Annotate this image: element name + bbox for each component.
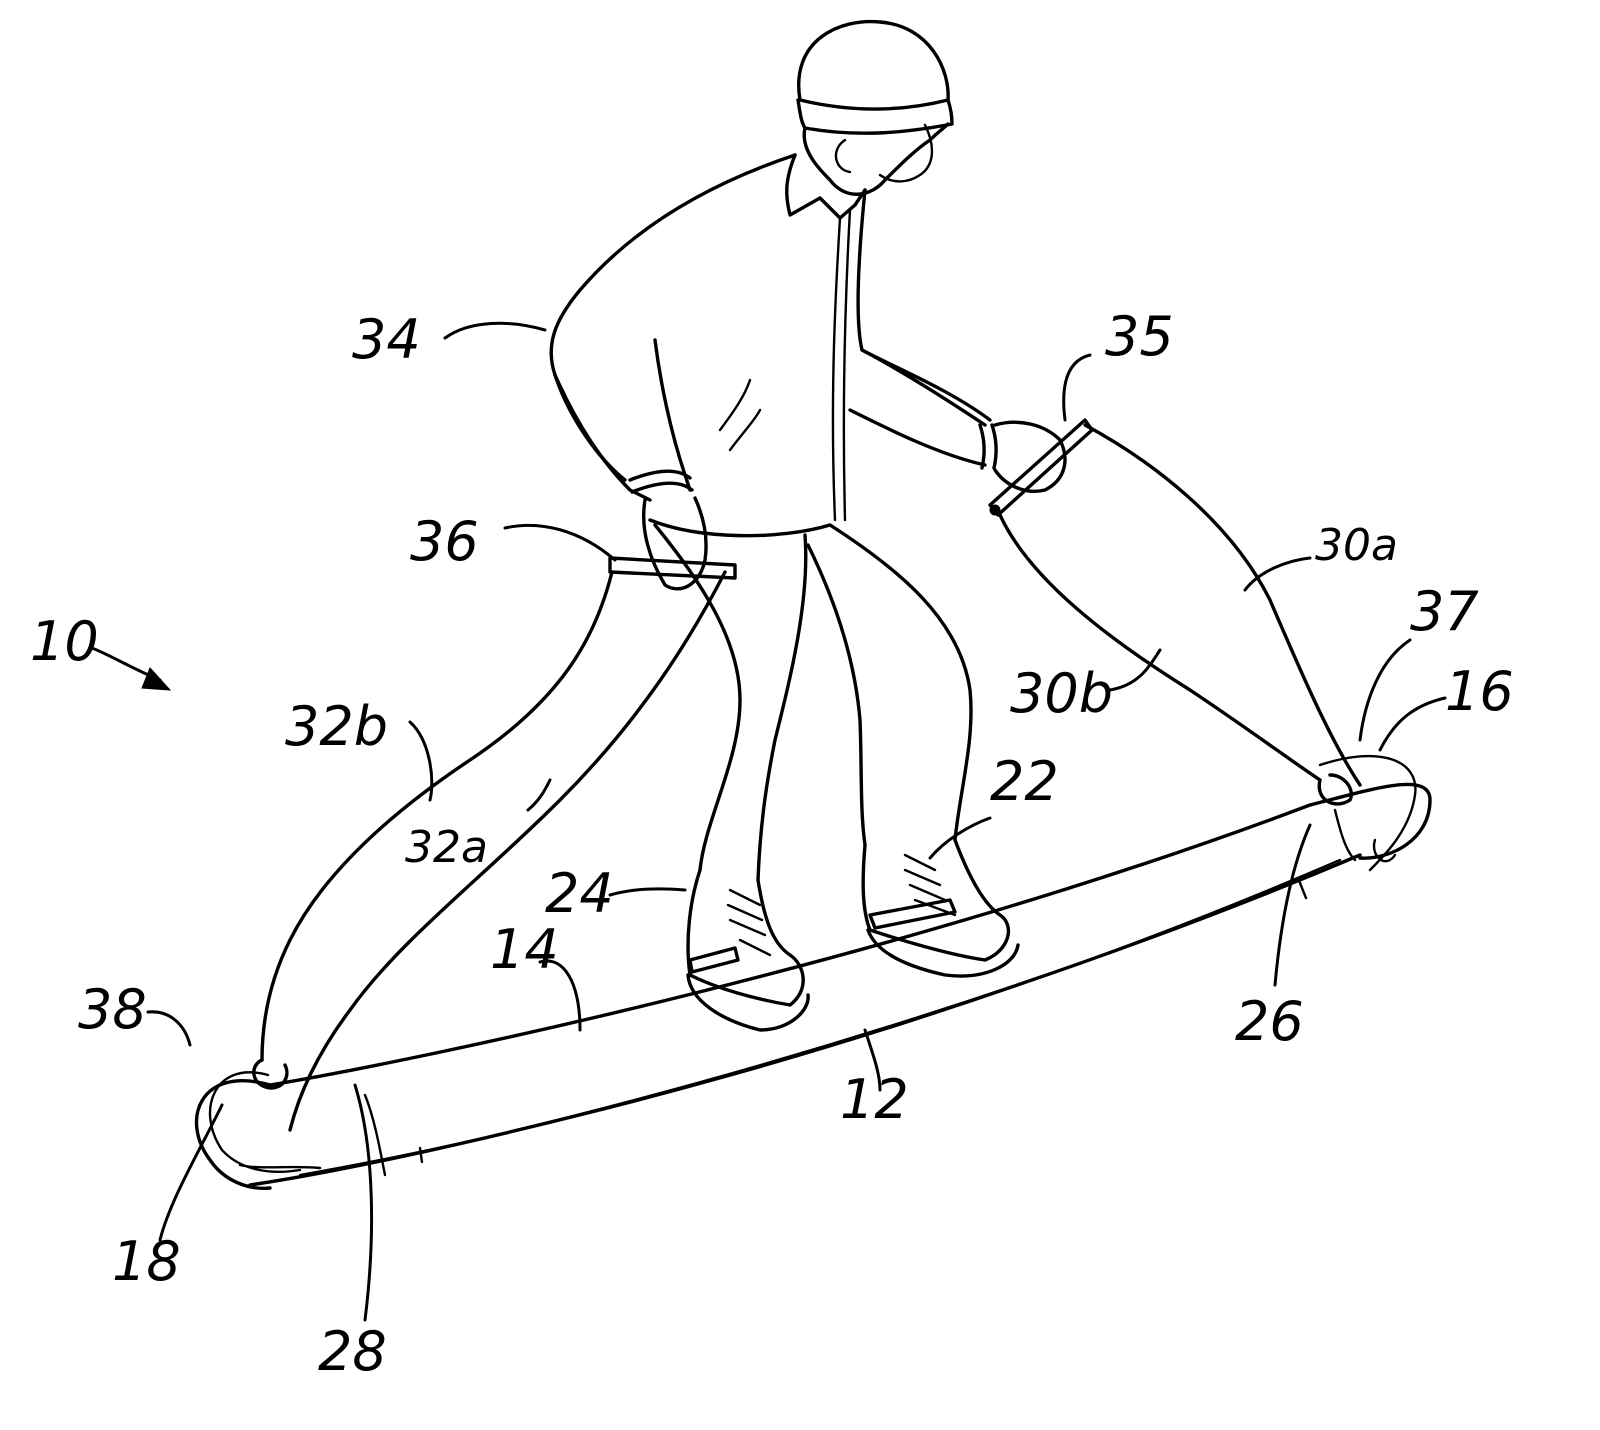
rear-cuff (628, 469, 694, 494)
rear-boot-sole (686, 973, 810, 1032)
beanie (797, 19, 950, 111)
leader-30b (1108, 648, 1162, 692)
ref-30b: 30b (1010, 662, 1113, 725)
rear-binding-buckle (688, 946, 740, 974)
board-rear-nose-inner (208, 1071, 302, 1173)
board-front-nose (1308, 782, 1432, 860)
ref-10: 10 (30, 610, 99, 673)
leader-22 (928, 816, 992, 860)
board-tick-2 (1296, 876, 1308, 900)
ref-28: 28 (318, 1320, 387, 1383)
front-cable-30a[interactable] (1083, 423, 1362, 787)
leader-36 (503, 523, 617, 562)
ear (834, 138, 852, 174)
ref-35: 35 (1105, 305, 1174, 368)
ref-38: 38 (78, 978, 147, 1041)
collar (785, 153, 867, 220)
leader-26 (1273, 823, 1312, 987)
head (802, 122, 950, 196)
leader-35 (1062, 353, 1092, 422)
front-attachment-clip (1372, 838, 1397, 863)
front-attachment-loop (1317, 773, 1353, 806)
ref-30a: 30a (1315, 520, 1398, 571)
front-glove (993, 420, 1067, 493)
front-leg-outer (828, 523, 973, 842)
rear-cable-32b[interactable] (260, 570, 614, 1062)
ref-34: 34 (352, 308, 421, 371)
board-rear-edge-shade (363, 1093, 387, 1177)
cables (252, 423, 1397, 1132)
front-leg-inner (806, 543, 867, 847)
front-binding-strap (868, 898, 957, 930)
ref-37: 37 (1410, 580, 1479, 643)
ref-24: 24 (545, 862, 614, 925)
leader-30a (1243, 556, 1312, 592)
beanie-cuff (796, 98, 954, 135)
jacket-crease-2 (728, 408, 762, 452)
reference-numerals: 10 34 35 36 30a 37 16 30b 32b 32a 22 24 … (30, 305, 1514, 1383)
board-rear-tip-shading (238, 1163, 322, 1170)
rear-handle[interactable] (608, 556, 737, 580)
ref-18: 18 (112, 1230, 181, 1293)
ref-22: 22 (990, 750, 1059, 813)
front-boot-sole (866, 928, 1020, 978)
face-profile (878, 123, 934, 183)
jacket-zipper-2 (842, 208, 852, 522)
ref-14: 14 (490, 918, 559, 981)
front-handle-end (989, 504, 1001, 516)
ref-36: 36 (410, 510, 479, 573)
rear-boot-laces (726, 888, 772, 957)
board-front-edge-shade (1333, 808, 1357, 862)
leader-28 (353, 1083, 374, 1322)
leader-12 (863, 1028, 882, 1092)
leader-14 (538, 959, 582, 1032)
leader-38 (146, 1010, 192, 1047)
ref-26: 26 (1235, 990, 1304, 1053)
ref-32a: 32a (405, 822, 488, 873)
rear-attachment-loop (252, 1058, 289, 1090)
snowboard (194, 754, 1432, 1190)
front-boot (861, 838, 1011, 962)
front-handle[interactable] (988, 418, 1094, 517)
jacket-hem (648, 518, 832, 538)
ref-12: 12 (840, 1068, 909, 1131)
handles (608, 418, 1094, 580)
arrowhead-10 (141, 667, 172, 691)
leader-24 (608, 887, 687, 897)
leader-32a (526, 778, 552, 812)
rear-glove (642, 496, 708, 591)
leader-16 (1378, 696, 1447, 752)
leader-37 (1358, 638, 1412, 742)
board-bottom-edge (248, 853, 1362, 1187)
rear-boot (686, 868, 805, 1007)
rider (549, 19, 1067, 1032)
board-top-edge (268, 803, 1312, 1087)
front-arm-outer (860, 348, 987, 427)
board-tick-1 (418, 1146, 424, 1164)
rear-arm-inner (653, 338, 692, 492)
jacket-crease-1 (718, 378, 752, 432)
leader-34 (443, 321, 547, 340)
front-cable-30b[interactable] (998, 513, 1322, 782)
leader-lines (90, 321, 1447, 1322)
front-boot-laces (903, 853, 957, 917)
ref-32b: 32b (285, 695, 388, 758)
rear-cable-32a[interactable] (288, 570, 727, 1132)
front-arm-inner (848, 408, 987, 467)
leader-18 (158, 1103, 224, 1242)
rear-leg-inner (756, 533, 808, 882)
ref-16: 16 (1445, 660, 1514, 723)
board-bottom-edge-inner (298, 858, 1342, 1177)
jacket-zipper (831, 216, 842, 522)
rear-arm-outer (553, 373, 652, 502)
leader-32b (408, 720, 434, 802)
board-front-nose-inner (1318, 754, 1417, 872)
front-cuff (978, 423, 998, 470)
